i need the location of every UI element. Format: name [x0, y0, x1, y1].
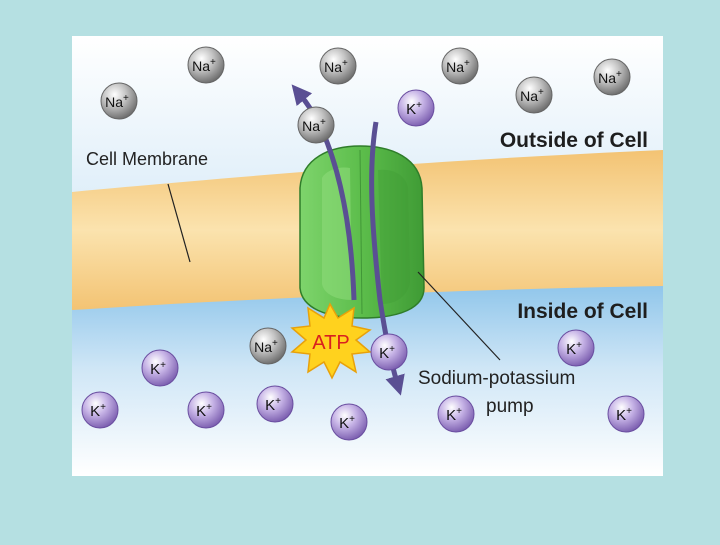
inside-of-cell-label: Inside of Cell: [517, 300, 648, 323]
svg-text:K+: K+: [616, 406, 632, 424]
svg-text:K+: K+: [379, 344, 395, 362]
svg-text:K+: K+: [90, 402, 106, 420]
potassium-ion: K+: [141, 349, 179, 387]
sodium-ion: Na+: [100, 82, 138, 120]
svg-text:K+: K+: [566, 340, 582, 358]
sodium-ion: Na+: [441, 47, 479, 85]
svg-text:K+: K+: [196, 402, 212, 420]
svg-text:Na+: Na+: [324, 58, 348, 75]
potassium-ion: K+: [397, 89, 435, 127]
sodium-ion: Na+: [319, 47, 357, 85]
svg-text:K+: K+: [446, 406, 462, 424]
svg-text:Na+: Na+: [254, 338, 278, 355]
sodium-exit-arrow: [291, 84, 357, 301]
svg-text:Na+: Na+: [520, 87, 544, 104]
sodium-ion: Na+: [297, 106, 335, 144]
potassium-ion: K+: [187, 391, 225, 429]
svg-text:Na+: Na+: [192, 57, 216, 74]
potassium-ion: K+: [557, 329, 595, 367]
sodium-ion: Na+: [187, 46, 225, 84]
potassium-ion: K+: [370, 333, 408, 371]
svg-text:K+: K+: [339, 414, 355, 432]
inside-region: [72, 280, 663, 476]
atp-burst: ATP: [290, 302, 372, 380]
outside-of-cell-label: Outside of Cell: [500, 129, 648, 152]
potassium-ion: K+: [607, 395, 645, 433]
potassium-ion: K+: [256, 385, 294, 423]
sodium-ion: Na+: [515, 76, 553, 114]
atp-label: ATP: [312, 332, 349, 354]
sodium-potassium-pump: [299, 145, 425, 319]
svg-text:K+: K+: [150, 360, 166, 378]
sodium-ion: Na+: [593, 58, 631, 96]
potassium-ion: K+: [330, 403, 368, 441]
svg-text:K+: K+: [406, 100, 422, 118]
svg-text:Na+: Na+: [598, 69, 622, 86]
potassium-ion: K+: [81, 391, 119, 429]
pump-label-line2: pump: [486, 396, 534, 417]
pump-label-line1: Sodium-potassium: [418, 368, 575, 389]
svg-text:Na+: Na+: [446, 58, 470, 75]
cell-membrane-pointer: [167, 183, 191, 263]
pump-pointer: [417, 271, 501, 361]
svg-text:K+: K+: [265, 396, 281, 414]
potassium-ion: K+: [437, 395, 475, 433]
cell-membrane-label: Cell Membrane: [86, 149, 208, 169]
sodium-ion: Na+: [249, 327, 287, 365]
diagram-panel: [72, 36, 663, 476]
svg-text:Na+: Na+: [105, 93, 129, 110]
svg-text:Na+: Na+: [302, 117, 326, 134]
